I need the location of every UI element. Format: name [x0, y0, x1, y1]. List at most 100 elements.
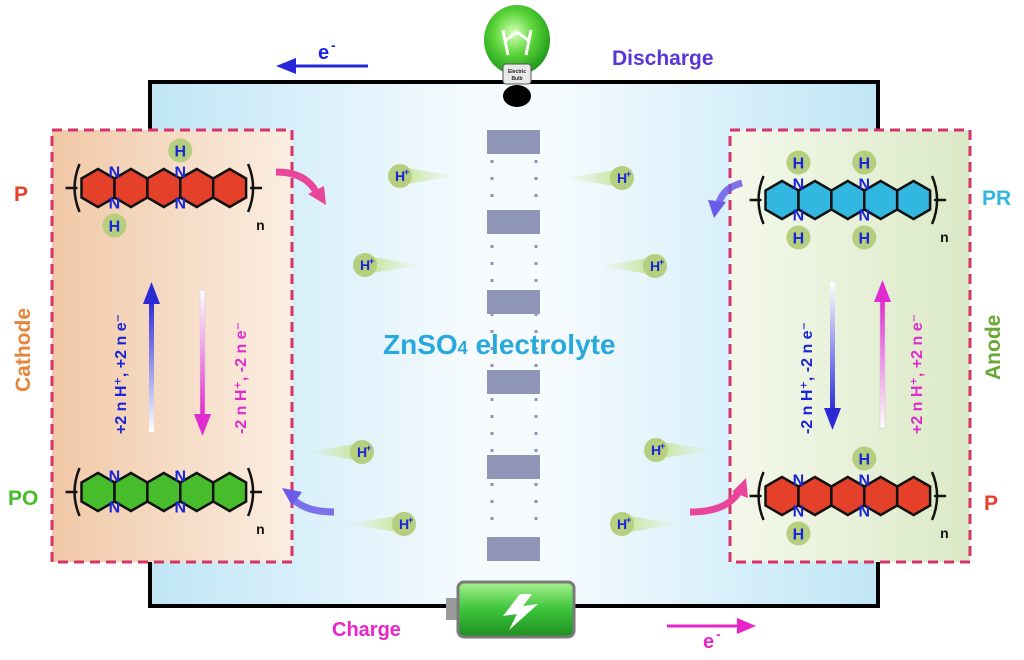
polymer-repeat-n: n [940, 229, 949, 245]
proton-circle [610, 512, 634, 536]
electron-charge-top: - [331, 37, 336, 53]
proton-label: H [360, 257, 370, 273]
nitrogen-atom: N [109, 196, 121, 213]
proton-label: H [399, 516, 409, 532]
anode-label: Anode [982, 315, 1005, 380]
proton-circle [350, 440, 374, 464]
proton-circle [353, 253, 377, 277]
proton-tail [365, 256, 423, 274]
proton-charge: + [404, 167, 409, 177]
nitrogen-atom: N [174, 469, 186, 486]
nitrogen-atom: N [793, 473, 805, 490]
proton-label: H [617, 516, 627, 532]
polymer-repeat-n: n [940, 525, 949, 541]
proton-charge: + [366, 443, 371, 453]
nitrogen-atom: N [858, 473, 870, 490]
proton-circle [644, 438, 668, 462]
proton-tail [304, 443, 362, 461]
proton-circle [392, 512, 416, 536]
hydrogen-atom: H [793, 527, 805, 544]
proton: H+ [597, 254, 667, 278]
nitrogen-atom: N [109, 500, 121, 517]
hydrogen-atom: H [858, 452, 870, 469]
hydrogen-atom-circle [786, 150, 811, 175]
polymer-repeat-n: n [256, 217, 265, 233]
hydrogen-atom: H [793, 231, 805, 248]
bulb-text-2: Bulb [511, 76, 522, 82]
proton: H+ [353, 253, 423, 277]
nitrogen-atom: N [109, 165, 121, 182]
hydrogen-atom-circle [168, 138, 193, 163]
hydrogen-atom-circle [852, 150, 877, 175]
polymer-ring [211, 471, 248, 513]
separator-membrane [487, 130, 540, 561]
polymer-repeat-n: n [256, 521, 265, 537]
hydrogen-atom: H [109, 219, 121, 236]
proton-tail [564, 169, 622, 187]
light-bulb-icon: Electric Bulb [484, 5, 550, 107]
proton-circle [643, 254, 667, 278]
hydrogen-atom-circle [786, 521, 811, 546]
hydrogen-atom: H [858, 156, 870, 173]
proton-charge: + [626, 515, 631, 525]
electron-charge-bottom: - [716, 626, 721, 642]
polymer-ring [211, 167, 248, 209]
proton: H+ [644, 438, 714, 462]
polymer-ring [895, 179, 932, 221]
electron-label-top: e [318, 42, 329, 64]
nitrogen-atom: N [858, 177, 870, 194]
anode-down-arrow [824, 408, 841, 430]
hydrogen-atom-circle [852, 225, 877, 250]
anode-up-arrow [879, 299, 886, 429]
proton: H+ [564, 166, 634, 190]
proton-label: H [650, 258, 660, 274]
cathode-bottom-polymer-label: PO [8, 487, 38, 510]
proton-group: H+H+H+H+H+H+H+H+ [304, 164, 714, 536]
proton-tail [400, 167, 458, 185]
hydrogen-atom-circle [786, 225, 811, 250]
anode-top-polymer-label: PR [982, 187, 1011, 210]
nitrogen-atom: N [174, 196, 186, 213]
hydrogen-atom-circle [102, 213, 127, 238]
cathode-down-arrow [194, 414, 211, 436]
proton-label: H [395, 168, 405, 184]
polymer-ring [895, 475, 932, 517]
proton: H+ [304, 440, 374, 464]
proton-tail [656, 441, 714, 459]
nitrogen-atom: N [793, 177, 805, 194]
proton-circle [388, 164, 412, 188]
nitrogen-atom: N [174, 500, 186, 517]
proton-label: H [651, 442, 661, 458]
proton: H+ [610, 512, 680, 536]
proton-circle [610, 166, 634, 190]
proton-charge: + [659, 257, 664, 267]
discharge-label: Discharge [612, 47, 714, 70]
nitrogen-atom: N [793, 504, 805, 521]
hydrogen-atom: H [174, 144, 186, 161]
nitrogen-atom: N [858, 208, 870, 225]
proton-tail [346, 515, 404, 533]
proton: H+ [346, 512, 416, 536]
proton-label: H [617, 170, 627, 186]
cathode-up-arrow [149, 300, 154, 432]
hydrogen-atom-circle [852, 446, 877, 471]
proton-charge: + [626, 169, 631, 179]
proton-charge: + [369, 256, 374, 266]
anode-up-reaction: +2 n H⁺, +2 n e⁻ [909, 314, 926, 434]
anode-bottom-polymer-label: P [984, 492, 998, 515]
cathode-up-reaction: +2 n H⁺, +2 n e⁻ [113, 314, 130, 434]
hydrogen-atom: H [793, 156, 805, 173]
bulb-text-1: Electric [508, 69, 526, 75]
proton-charge: + [660, 441, 665, 451]
proton-charge: + [408, 515, 413, 525]
nitrogen-atom: N [858, 504, 870, 521]
nitrogen-atom: N [174, 165, 186, 182]
proton: H+ [388, 164, 458, 188]
proton-tail [597, 257, 655, 275]
proton-label: H [357, 444, 367, 460]
